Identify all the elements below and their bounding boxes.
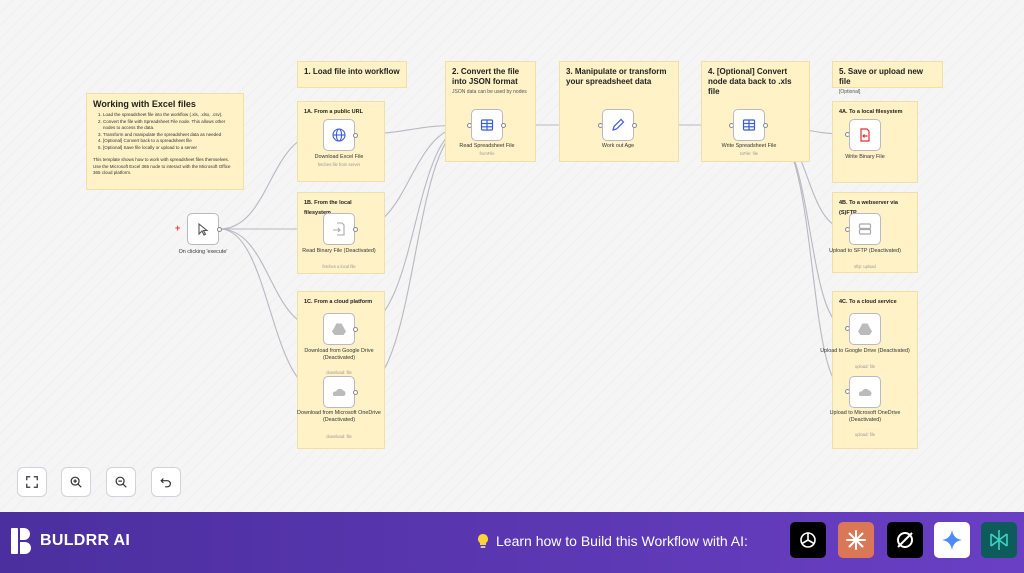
read-binary-sub: fetches a local file (322, 264, 356, 269)
write-binary-label: Write Binary File (845, 154, 885, 160)
output-port[interactable] (763, 123, 768, 128)
intro-note-text: This template shows how to work with spr… (93, 157, 231, 175)
onedrive-icon (858, 388, 872, 396)
zoom-in-icon (70, 476, 82, 488)
work-out-age-label: Work out Age (601, 143, 635, 149)
chatgpt-icon (800, 532, 816, 548)
add-node-icon[interactable]: + (175, 223, 181, 233)
read-spreadsheet-node[interactable] (471, 109, 503, 141)
write-spreadsheet-sub: toFile: file (740, 151, 758, 156)
write-spreadsheet-label: Write Spreadsheet File (721, 143, 777, 149)
google-drive-icon (332, 323, 346, 335)
trigger-node[interactable] (187, 213, 219, 245)
fullscreen-icon (26, 476, 38, 488)
read-binary-label: Read Binary File (Deactivated) (302, 248, 376, 254)
gdrive-download-label: Download from Google Drive (Deactivated) (304, 348, 374, 361)
output-port[interactable] (353, 133, 358, 138)
download-excel-node[interactable] (323, 119, 355, 151)
section-save[interactable]: 5. Save or upload new file [Optional] (832, 61, 943, 95)
read-spreadsheet-sub: fromFile (479, 151, 495, 156)
read-binary-node[interactable] (323, 213, 355, 245)
upload-onedrive-node[interactable] (849, 376, 881, 408)
download-excel-sub: fetches file from server (317, 162, 361, 167)
download-excel-label: Download Excel File (314, 154, 364, 160)
teal-tool-button[interactable] (981, 522, 1017, 558)
claude-icon (846, 530, 866, 550)
zoom-out-icon (115, 476, 127, 488)
gemini-button[interactable] (934, 522, 970, 558)
section-load[interactable]: 1. Load file into workflow (297, 61, 407, 88)
intro-note[interactable]: Working with Excel files Load the spread… (86, 93, 244, 190)
pencil-icon (612, 118, 625, 131)
workflow-canvas[interactable]: Working with Excel files Load the spread… (0, 0, 1024, 512)
output-port[interactable] (353, 227, 358, 232)
gdrive-download-sub: download: file (326, 370, 352, 375)
cta-text: Learn how to Build this Workflow with AI… (476, 533, 748, 549)
output-port[interactable] (501, 123, 506, 128)
upload-sftp-sub: sftp: upload (854, 264, 876, 269)
read-spreadsheet-label: Read Spreadsheet File (459, 143, 515, 149)
brand[interactable]: BULDRR AI (10, 527, 130, 555)
lightbulb-icon (478, 534, 488, 548)
gdrive-download-node[interactable] (323, 313, 355, 345)
buldrr-logo-icon (11, 528, 31, 554)
claude-button[interactable] (838, 522, 874, 558)
cursor-click-icon (198, 222, 209, 236)
section-4b[interactable]: 4B. To a webserver via (S)FTP (832, 192, 918, 273)
teal-tool-icon (990, 530, 1008, 550)
file-export-icon (860, 128, 870, 142)
onedrive-icon (332, 388, 346, 396)
table-icon (480, 119, 494, 131)
undo-button[interactable] (151, 467, 181, 497)
zoom-in-button[interactable] (61, 467, 91, 497)
onedrive-download-label: Download from Microsoft OneDrive (Deacti… (297, 410, 381, 423)
output-port[interactable] (632, 123, 637, 128)
trigger-label: On clicking 'execute' (178, 249, 228, 255)
upload-gdrive-node[interactable] (849, 313, 881, 345)
cta-label: Learn how to Build this Workflow with AI… (496, 533, 748, 549)
intro-steps: Load the spreadsheet file into the workf… (93, 112, 237, 151)
upload-sftp-node[interactable] (849, 213, 881, 245)
intro-title: Working with Excel files (93, 99, 196, 109)
section-1b[interactable]: 1B. From the local filesystem (297, 192, 385, 274)
write-binary-node[interactable] (849, 119, 881, 151)
chatgpt-button[interactable] (790, 522, 826, 558)
upload-gdrive-label: Upload to Google Drive (Deactivated) (820, 348, 910, 354)
file-import-icon (333, 222, 345, 236)
zoom-out-button[interactable] (106, 467, 136, 497)
upload-onedrive-label: Upload to Microsoft OneDrive (Deactivate… (829, 410, 901, 423)
output-port[interactable] (353, 327, 358, 332)
undo-icon (160, 478, 171, 488)
table-icon (742, 119, 756, 131)
onedrive-download-node[interactable] (323, 376, 355, 408)
upload-sftp-label: Upload to SFTP (Deactivated) (829, 248, 901, 254)
onedrive-download-sub: download: file (326, 434, 352, 439)
work-out-age-node[interactable] (602, 109, 634, 141)
output-port[interactable] (217, 227, 222, 232)
write-spreadsheet-node[interactable] (733, 109, 765, 141)
server-icon (858, 223, 872, 235)
gemini-icon (942, 530, 962, 550)
upload-gdrive-sub: upload: file (854, 364, 876, 369)
perplexity-icon (897, 532, 913, 548)
globe-icon (332, 128, 346, 142)
perplexity-button[interactable] (887, 522, 923, 558)
google-drive-icon (858, 323, 872, 335)
output-port[interactable] (353, 390, 358, 395)
brand-name: BULDRR AI (40, 532, 131, 549)
section-manipulate[interactable]: 3. Manipulate or transform your spreadsh… (559, 61, 679, 162)
upload-onedrive-sub: upload: file (854, 432, 876, 437)
section-convert-back[interactable]: 4. [Optional] Convert node data back to … (701, 61, 810, 162)
fit-view-button[interactable] (17, 467, 47, 497)
